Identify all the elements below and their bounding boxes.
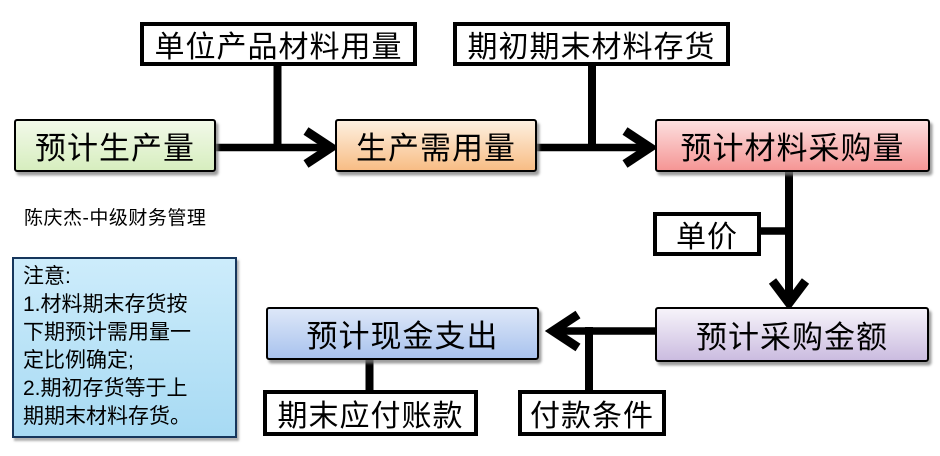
- box-ending-accounts-payable-label: 期末应付账款: [277, 400, 464, 433]
- note-line: 下期预计需用量一: [23, 321, 191, 344]
- note-line: 注意:: [23, 265, 71, 288]
- box-begin-end-inventory-label: 期初期末材料存货: [467, 31, 716, 64]
- box-payment-terms-label: 付款条件: [530, 400, 654, 433]
- box-begin-end-inventory: 期初期末材料存货: [453, 22, 730, 66]
- box-payment-terms: 付款条件: [518, 390, 666, 436]
- box-estimated-production: 预计生产量: [14, 119, 216, 172]
- box-estimated-cash-payment: 预计现金支出: [266, 307, 539, 360]
- note-line: 定比例确定;: [23, 349, 134, 372]
- box-unit-material-usage: 单位产品材料用量: [140, 22, 417, 66]
- note-line: 期期末材料存货。: [23, 405, 191, 428]
- watermark-text: 陈庆杰-中级财务管理: [24, 208, 207, 229]
- box-estimated-purchase-amount-label: 预计采购金额: [696, 320, 888, 355]
- arrow-requirement-to-purchase-qty: [537, 127, 659, 168]
- box-estimated-material-purchase-qty: 预计材料采购量: [655, 119, 930, 172]
- box-unit-price-label: 单价: [676, 221, 738, 254]
- box-unit-price: 单价: [653, 212, 761, 256]
- box-production-requirement: 生产需用量: [335, 119, 537, 172]
- box-estimated-production-label: 预计生产量: [35, 131, 195, 166]
- box-estimated-cash-payment-label: 预计现金支出: [306, 319, 499, 354]
- note-line: 2.期初存货等于上: [23, 377, 188, 400]
- box-ending-accounts-payable: 期末应付账款: [263, 390, 478, 436]
- arrow-amount-to-cash-payment: [544, 310, 656, 352]
- box-estimated-material-purchase-qty-label: 预计材料采购量: [680, 131, 905, 166]
- box-production-requirement-label: 生产需用量: [356, 131, 516, 166]
- note-box: 注意: 1.材料期末存货按 下期预计需用量一 定比例确定; 2.期初存货等于上 …: [12, 257, 237, 438]
- box-estimated-purchase-amount: 预计采购金额: [655, 307, 929, 362]
- box-unit-material-usage-label: 单位产品材料用量: [154, 31, 403, 64]
- note-line: 1.材料期末存货按: [23, 293, 188, 316]
- arrow-purchase-qty-to-amount: [768, 170, 810, 311]
- arrow-production-to-requirement: [216, 127, 340, 168]
